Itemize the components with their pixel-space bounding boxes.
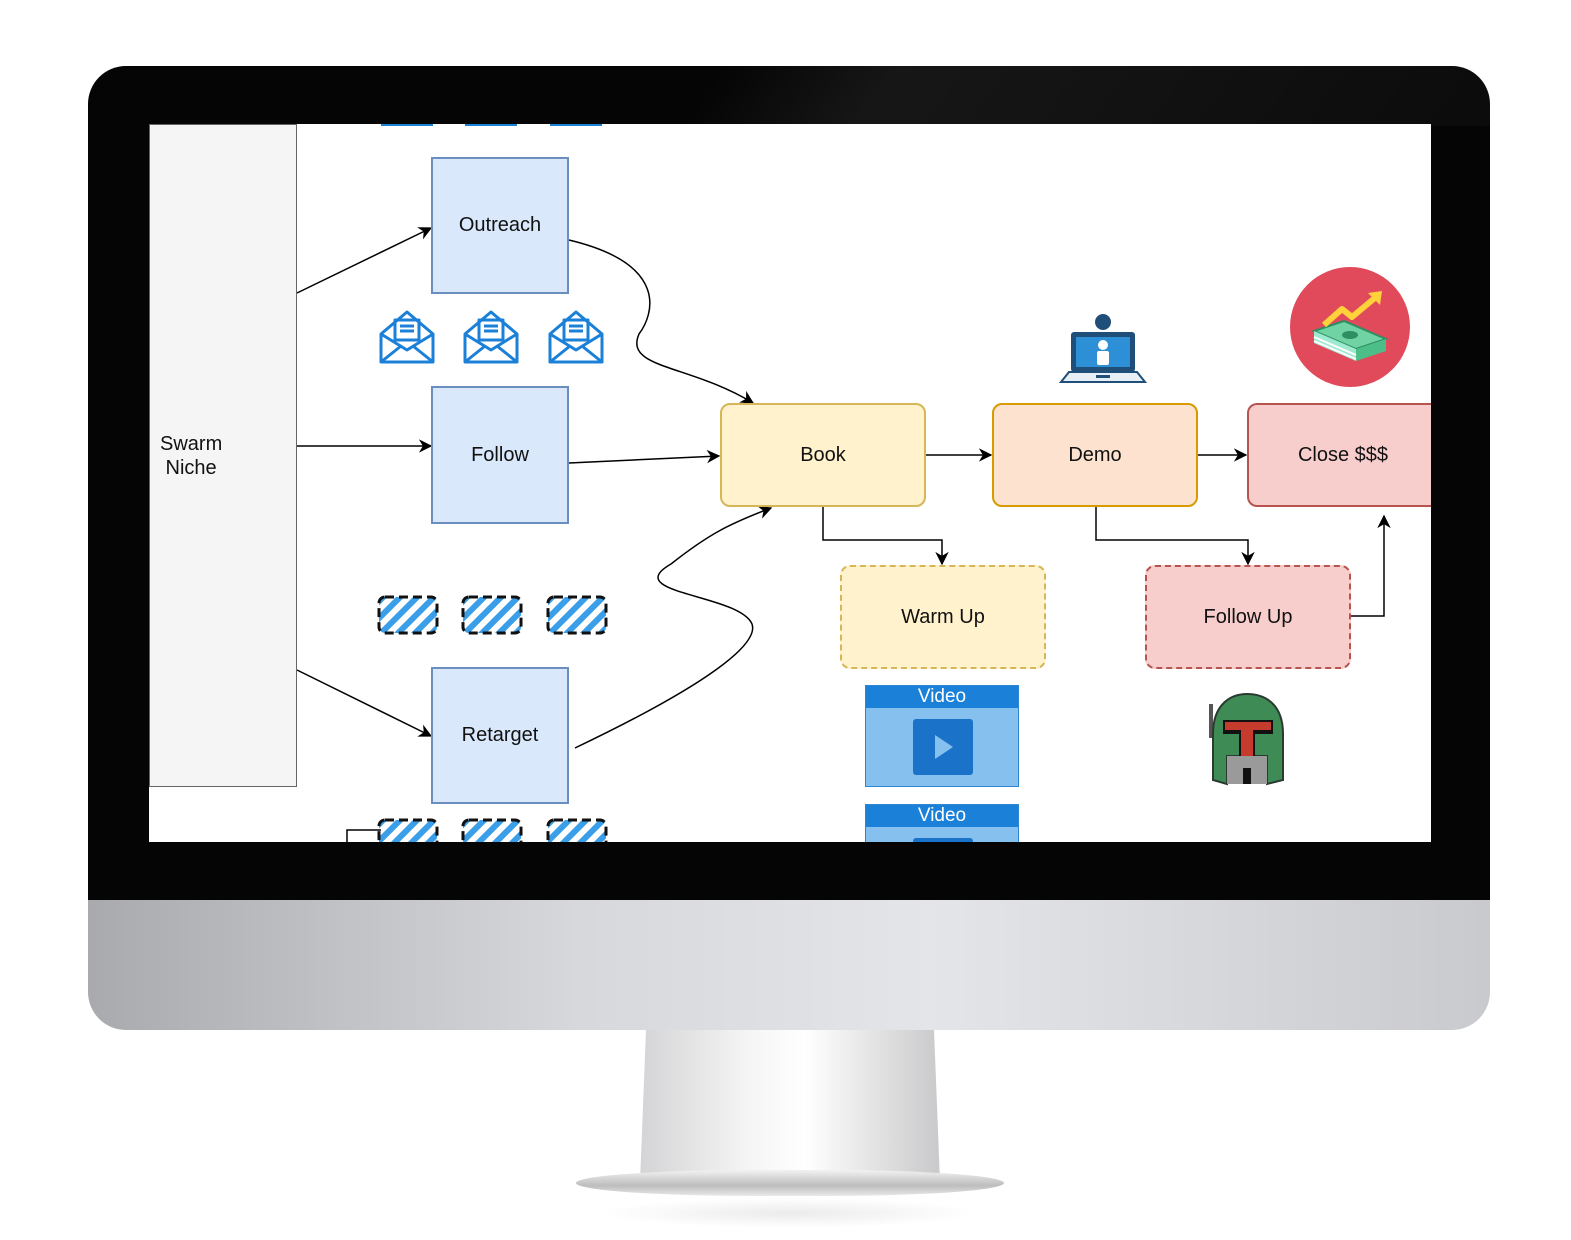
follow-up-node[interactable]: Follow Up — [1145, 565, 1351, 669]
video-player-icon: Video — [865, 685, 1019, 787]
outreach-label: Outreach — [458, 214, 542, 236]
video-card-title: Video — [866, 686, 1018, 708]
close-node[interactable]: Close $$$ — [1247, 403, 1431, 507]
diagram-canvas[interactable]: Swarm Niche Outreach Follow Retarget Boo… — [149, 124, 1431, 842]
email-icon — [548, 310, 604, 364]
follow-node[interactable]: Follow — [431, 386, 569, 524]
monitor-stand-neck — [640, 1030, 940, 1182]
stand-reflection — [600, 1198, 980, 1228]
ticket-icon — [546, 818, 608, 842]
edge-retarget-book[interactable] — [574, 506, 773, 749]
demo-node[interactable]: Demo — [992, 403, 1198, 507]
edge-book-warmup[interactable] — [822, 507, 949, 566]
edge-niche-retarget[interactable] — [296, 669, 433, 737]
warm-up-node[interactable]: Warm Up — [840, 565, 1046, 669]
ticket-icon — [461, 818, 523, 842]
follow-label: Follow — [471, 443, 529, 466]
outreach-node[interactable]: Outreach — [431, 157, 569, 294]
retarget-node[interactable]: Retarget — [431, 667, 569, 804]
video-screen — [913, 719, 973, 775]
book-label: Book — [800, 443, 846, 466]
swarm-niche-lane[interactable]: Swarm Niche — [149, 124, 297, 787]
connectors-layer — [296, 124, 1410, 842]
warm-up-label: Warm Up — [901, 605, 985, 628]
video-screen — [913, 838, 973, 842]
monitor-stand-base — [576, 1170, 1004, 1196]
close-label: Close $$$ — [1297, 443, 1389, 466]
retarget-label: Retarget — [461, 724, 539, 746]
edge-outreach-book[interactable] — [568, 239, 755, 404]
edge-bottom-partial — [346, 829, 381, 842]
laptop-user-icon — [1058, 314, 1148, 383]
video-player-icon: Video — [865, 804, 1019, 842]
edge-follow-book[interactable] — [568, 449, 721, 464]
video-card-title: Video — [866, 805, 1018, 827]
email-icon — [379, 310, 435, 364]
ticket-icon — [546, 595, 608, 635]
book-node[interactable]: Book — [720, 403, 926, 507]
edge-followup-close[interactable] — [1350, 514, 1391, 617]
ticket-icon — [461, 595, 523, 635]
follow-up-label: Follow Up — [1203, 605, 1293, 628]
edge-demo-followup[interactable] — [1095, 507, 1255, 566]
email-icon — [463, 310, 519, 364]
helmet-icon — [1209, 692, 1284, 786]
monitor-chin — [88, 900, 1490, 1030]
ticket-icon — [377, 595, 439, 635]
bezel-glare — [690, 66, 1490, 126]
edge-niche-outreach[interactable] — [296, 227, 433, 294]
play-icon — [935, 735, 953, 759]
demo-label: Demo — [1068, 443, 1122, 466]
money-growth-icon — [1290, 267, 1410, 387]
ticket-icon — [377, 818, 439, 842]
